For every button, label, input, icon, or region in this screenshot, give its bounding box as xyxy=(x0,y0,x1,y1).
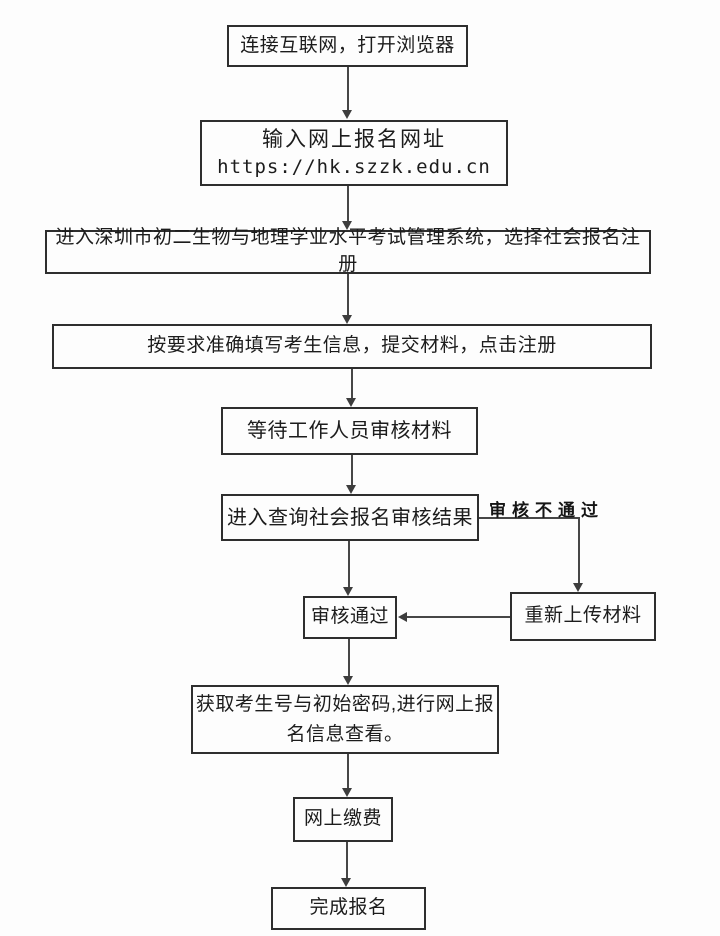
edge-4-line xyxy=(351,369,353,399)
arrow-down-icon xyxy=(342,221,352,230)
arrow-down-icon xyxy=(342,315,352,324)
node-enter-system: 进入深圳市初二生物与地理学业水平考试管理系统，选择社会报名注册 xyxy=(45,227,651,275)
edge-1-line xyxy=(347,67,349,111)
node-complete-registration: 完成报名 xyxy=(271,887,426,930)
node-get-exam-id: 获取考生号与初始密码,进行网上报名信息查看。 xyxy=(191,685,499,754)
edge-2-line xyxy=(347,186,349,222)
node-online-payment: 网上缴费 xyxy=(293,797,393,842)
edge-3-line xyxy=(347,274,349,316)
node-enter-system-label: 进入深圳市初二生物与地理学业水平考试管理系统，选择社会报名注册 xyxy=(55,227,641,275)
node-wait-review: 等待工作人员审核材料 xyxy=(221,407,478,455)
arrow-down-icon xyxy=(573,583,583,592)
node-fill-info-label: 按要求准确填写考生信息，提交材料，点击注册 xyxy=(147,335,557,357)
arrow-left-icon xyxy=(398,612,407,622)
arrow-down-icon xyxy=(341,878,351,887)
node-reupload-materials-label: 重新上传材料 xyxy=(524,605,642,627)
arrow-down-icon xyxy=(346,485,356,494)
node-query-result: 进入查询社会报名审核结果 xyxy=(221,494,479,541)
edge-reupload-to-passed-line xyxy=(407,616,510,618)
arrow-down-icon xyxy=(342,110,352,119)
node-fill-info: 按要求准确填写考生信息，提交材料，点击注册 xyxy=(52,324,652,369)
node-query-result-label: 进入查询社会报名审核结果 xyxy=(227,506,473,529)
node-review-passed: 审核通过 xyxy=(303,596,397,639)
arrow-down-icon xyxy=(346,398,356,407)
arrow-down-icon xyxy=(343,676,353,685)
node-reupload-materials: 重新上传材料 xyxy=(510,592,656,641)
node-online-payment-label: 网上缴费 xyxy=(303,808,382,830)
node-complete-registration-label: 完成报名 xyxy=(309,897,388,919)
arrow-down-icon xyxy=(343,587,353,596)
registration-url-text: https://hk.szzk.edu.cn xyxy=(217,156,491,179)
edge-audit-fail-hline xyxy=(479,517,580,519)
edge-audit-fail-vline xyxy=(578,517,580,584)
edge-6-line xyxy=(348,541,350,588)
node-connect-internet-label: 连接互联网，打开浏览器 xyxy=(240,34,455,56)
arrow-down-icon xyxy=(342,788,352,797)
node-enter-url: 输入网上报名网址 https://hk.szzk.edu.cn xyxy=(200,120,508,186)
node-connect-internet: 连接互联网，打开浏览器 xyxy=(227,25,468,67)
edge-7-line xyxy=(348,639,350,677)
edge-5-line xyxy=(351,455,353,486)
node-wait-review-label: 等待工作人员审核材料 xyxy=(247,420,452,442)
node-review-passed-label: 审核通过 xyxy=(310,606,389,628)
node-enter-url-label: 输入网上报名网址 xyxy=(262,128,446,151)
edge-label-audit-fail: 审核不通过 xyxy=(489,501,604,520)
edge-9-line xyxy=(346,842,348,879)
node-get-exam-id-label: 获取考生号与初始密码,进行网上报名信息查看。 xyxy=(195,694,495,745)
edge-8-line xyxy=(347,754,349,789)
